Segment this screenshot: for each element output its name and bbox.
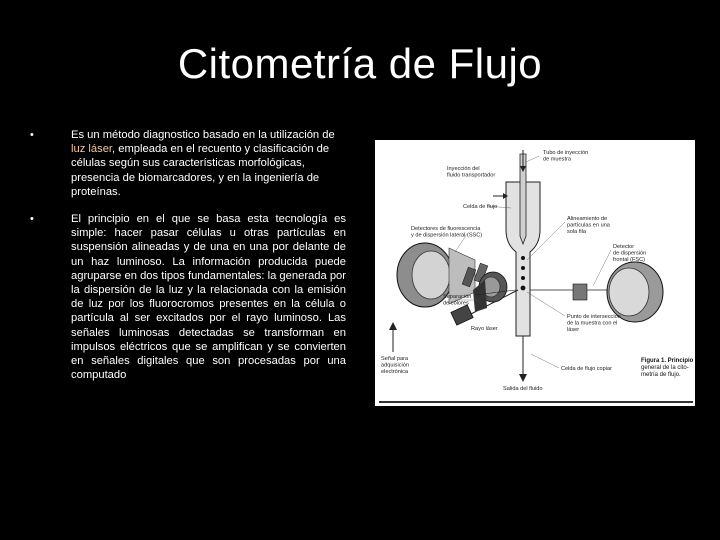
label-color-separation: Separación de colores: [443, 294, 473, 307]
diagram-svg: Tubo de inyección de muestra Inyección d…: [379, 150, 695, 403]
fsc-detector-lens: [608, 267, 650, 317]
particle: [521, 256, 525, 260]
label-laser-beam: Rayo láser: [471, 326, 498, 332]
bullet-dot: •: [30, 213, 34, 226]
bullet-text-end: , empleada en el recuento y clasificació…: [71, 143, 330, 198]
scatter-line: [474, 289, 517, 296]
label-intersection-point: Punto de intersección de la muestra con …: [567, 314, 622, 333]
label-flow-cell-copy: Celda de flujo copiar: [561, 366, 612, 372]
bullet-list: • Es un método diagnostico basado en la …: [30, 128, 346, 395]
bullet-text-start: Es un método diagnostico basado en la ut…: [71, 129, 335, 141]
highlight-laser-light: luz láser: [71, 143, 113, 156]
mirror: [473, 280, 487, 312]
leader-line: [454, 233, 468, 253]
outlet-arrowhead: [519, 374, 527, 382]
label-alignment: Alineamiento de partículas en una sola f…: [567, 216, 611, 235]
label-sample-tube: Tubo de inyección de muestra: [543, 150, 590, 163]
bullet-item-principle: • El principio en el que se basa esta te…: [30, 212, 346, 382]
flow-cytometry-diagram: Tubo de inyección de muestra Inyección d…: [375, 140, 695, 406]
label-fluid-outlet: Salida del fluido: [503, 386, 543, 392]
fluorescence-detector-lens: [411, 250, 451, 300]
bullet-text: Es un método diagnostico basado en la ut…: [71, 129, 335, 198]
injection-arrowhead: [503, 193, 508, 199]
slide-title: Citometría de Flujo: [177, 40, 543, 87]
leader-line: [526, 221, 566, 261]
fsc-filter: [572, 283, 588, 301]
leader-line: [525, 155, 540, 163]
label-fluorescence-detectors: Detectores de fluorescencia y de dispers…: [411, 226, 482, 239]
filter-1: [461, 266, 477, 288]
bullet-dot: •: [30, 129, 34, 141]
signal-arrowhead: [389, 322, 397, 330]
sample-tube: [519, 153, 527, 246]
leader-line: [530, 353, 560, 369]
label-electronic-signal: Señal para adquisición electrónica: [381, 356, 411, 375]
label-injection: Inyección del fluido transportador: [447, 166, 495, 179]
label-flow-cell: Celda de flujo: [463, 204, 497, 210]
particle: [521, 266, 525, 270]
leader-line: [526, 291, 566, 317]
laser-source: [450, 304, 474, 326]
bullet-item-definition: • Es un método diagnostico basado en la …: [30, 128, 346, 199]
leader-line: [486, 205, 512, 209]
sample-arrowhead: [520, 166, 526, 172]
particle: [521, 276, 525, 280]
leader-line: [592, 249, 612, 287]
particle: [520, 285, 526, 291]
label-fsc-detector: Detector de dispersión frontal (FSC): [613, 244, 648, 263]
bullet-text: El principio en el que se basa esta tecn…: [71, 213, 346, 382]
figure-caption: Figura 1. Principio general de la cito- …: [641, 358, 695, 378]
